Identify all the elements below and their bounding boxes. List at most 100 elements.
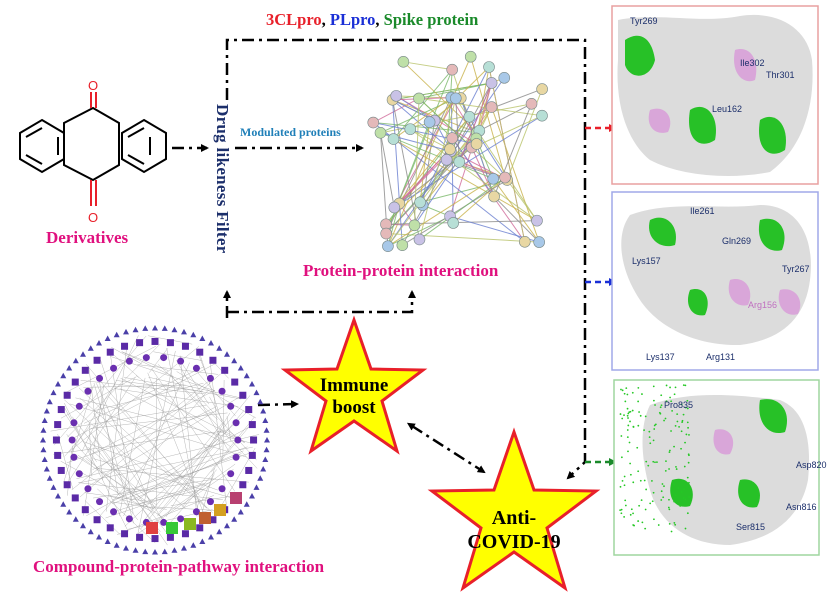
ppi-edge xyxy=(492,178,540,243)
cpp-compound-node xyxy=(192,364,200,372)
cpp-protein-node xyxy=(190,331,197,338)
cpp-edge xyxy=(159,410,245,513)
cpp-edge xyxy=(212,360,229,379)
anti-line-1: Anti- xyxy=(491,507,537,529)
dot-cloud xyxy=(619,384,691,533)
ppi-node xyxy=(447,217,460,229)
dot xyxy=(620,435,623,437)
dot xyxy=(660,404,663,407)
title-3clpro: 3CLpro xyxy=(266,10,322,29)
dot xyxy=(680,430,683,433)
ppi-edge xyxy=(399,143,477,204)
ppi-node xyxy=(408,219,421,232)
dot xyxy=(627,417,629,419)
cpp-edge xyxy=(70,381,117,453)
cpp-edge xyxy=(64,425,91,457)
cpp-protein-node xyxy=(55,381,62,387)
dot xyxy=(637,520,640,522)
dot xyxy=(665,400,668,403)
dot xyxy=(683,465,686,468)
dot xyxy=(660,490,663,493)
dot xyxy=(682,497,685,499)
ppi-edge xyxy=(418,97,543,117)
cpp-edge xyxy=(92,382,204,412)
ppi-edge xyxy=(476,132,508,181)
cpp-edge xyxy=(75,397,252,444)
cpp-edge xyxy=(153,351,203,361)
cpp-pathway-node xyxy=(209,516,217,524)
dot xyxy=(686,512,689,515)
cpp-edge xyxy=(121,446,248,494)
dot xyxy=(683,488,685,491)
cpp-compound-node xyxy=(206,498,214,506)
ppi-edge xyxy=(393,116,470,208)
cpp-edge xyxy=(108,396,200,496)
dot xyxy=(670,530,673,533)
dot xyxy=(626,429,629,431)
anti-covid-label: Anti- COVID-19 xyxy=(454,506,574,554)
cpp-hub-node xyxy=(199,512,211,524)
cpp-protein-node xyxy=(180,328,187,335)
cpp-pathway-node xyxy=(239,481,247,489)
ppi-node xyxy=(525,98,538,110)
title-sep-1: , xyxy=(321,10,330,29)
ppi-edge xyxy=(373,122,477,145)
dot xyxy=(684,498,687,501)
ppi-edge xyxy=(394,115,543,208)
dot xyxy=(629,420,631,423)
cpp-protein-node xyxy=(208,340,214,346)
residue-tyr269: Tyr269 xyxy=(630,16,658,26)
cpp-edge xyxy=(137,439,218,501)
cpp-protein-node xyxy=(132,547,139,553)
cpp-pathway-node xyxy=(81,506,89,514)
cpp-compound-node xyxy=(68,436,76,444)
cpp-protein-node xyxy=(60,372,67,379)
dot xyxy=(688,481,690,484)
dot xyxy=(628,441,631,444)
dot xyxy=(662,496,665,499)
cpp-compound-node xyxy=(75,470,83,478)
cpp-edge xyxy=(105,476,138,521)
dot xyxy=(684,441,686,444)
cpp-compound-node xyxy=(206,374,214,382)
dot xyxy=(686,407,689,410)
modulated-proteins-label: Modulated proteins xyxy=(240,125,341,139)
cpp-protein-node xyxy=(231,357,238,364)
cpp-protein-node xyxy=(260,408,267,414)
cpp-protein-node xyxy=(223,522,230,529)
dot xyxy=(639,414,642,417)
dot xyxy=(644,527,647,530)
dot xyxy=(673,445,675,448)
cpp-protein-node xyxy=(40,427,47,433)
dot xyxy=(682,384,685,387)
dot xyxy=(632,512,634,515)
ppi-node xyxy=(485,101,498,113)
dot xyxy=(627,412,630,415)
cpp-edge xyxy=(71,381,209,491)
cpp-edge xyxy=(68,346,200,453)
ppi-node xyxy=(414,196,426,209)
cpp-edge xyxy=(85,364,207,509)
dot xyxy=(661,483,664,485)
dot xyxy=(653,518,655,521)
ppi-edge xyxy=(392,82,492,101)
cpp-edge xyxy=(201,468,215,515)
cpp-network xyxy=(40,325,270,555)
cpp-protein-node xyxy=(43,408,50,414)
ppi-edge xyxy=(446,115,543,161)
cpp-protein-node xyxy=(248,381,255,387)
dot xyxy=(672,483,675,486)
cpp-edge xyxy=(91,389,216,455)
cpp-edge xyxy=(79,397,207,509)
dot xyxy=(687,426,689,429)
anti-covid-star xyxy=(427,427,601,592)
cpp-edge xyxy=(157,445,223,517)
immune-line-1: Immune xyxy=(319,375,389,396)
cpp-protein-node xyxy=(142,548,149,555)
cpp-edge xyxy=(170,495,236,506)
cpp-protein-node xyxy=(104,538,111,545)
dot xyxy=(687,461,690,464)
dot xyxy=(651,480,653,482)
cpp-edge xyxy=(105,345,128,512)
